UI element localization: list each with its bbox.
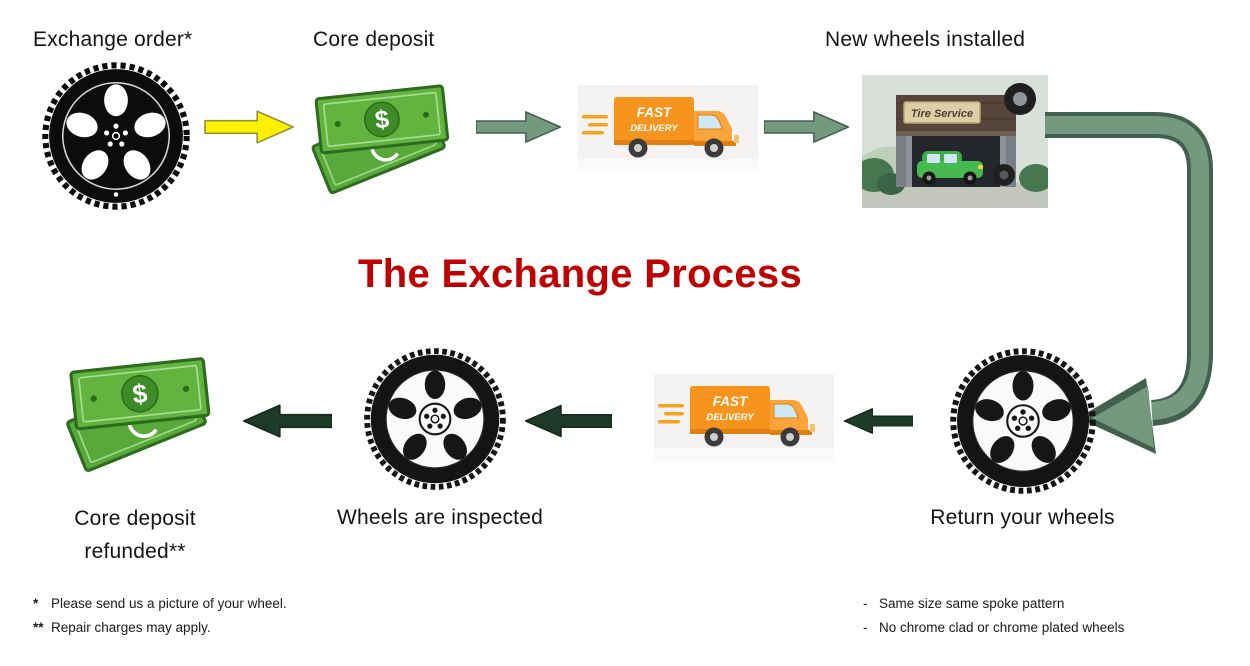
footnote-marker: -	[863, 620, 868, 635]
footnote-text: Please send us a picture of your wheel.	[51, 596, 287, 611]
arrow-right-green-icon	[476, 109, 562, 145]
delivery-truck-image	[578, 85, 758, 173]
core-deposit-refunded-label: Core deposit refunded**	[30, 503, 240, 568]
tire-shop-image	[862, 75, 1048, 208]
new-wheels-installed-label: New wheels installed	[825, 28, 1026, 51]
curved-down-arrow-icon	[1045, 112, 1213, 454]
core-deposit-refunded-line2: refunded**	[84, 539, 186, 563]
inspected-wheel-icon	[362, 346, 508, 492]
return-your-wheels-label: Return your wheels	[930, 506, 1115, 529]
footnote-marker: **	[33, 620, 44, 635]
delivery-truck-image	[654, 374, 834, 462]
footnote-text: Same size same spoke pattern	[879, 596, 1065, 611]
footnote-text: No chrome clad or chrome plated wheels	[879, 620, 1125, 635]
wheels-inspected-label: Wheels are inspected	[337, 506, 543, 529]
footnote-marker: -	[863, 596, 868, 611]
black-wheel-icon	[40, 60, 192, 212]
arrow-left-dark-icon	[242, 403, 332, 439]
page-title: The Exchange Process	[358, 252, 802, 296]
footnote-same-size: -Same size same spoke pattern	[863, 596, 1124, 611]
arrow-right-green-icon	[764, 109, 850, 145]
footnote-repair: ** Repair charges may apply.	[33, 620, 287, 635]
footnotes-left: * Please send us a picture of your wheel.…	[33, 596, 287, 644]
footnote-no-chrome: -No chrome clad or chrome plated wheels	[863, 620, 1124, 635]
exchange-order-label: Exchange order*	[33, 28, 193, 51]
money-refund-icon	[50, 342, 230, 474]
footnote-marker: *	[33, 596, 39, 611]
footnotes-right: -Same size same spoke pattern -No chrome…	[863, 596, 1124, 644]
arrow-right-yellow-icon	[202, 109, 298, 145]
footnote-text: Repair charges may apply.	[51, 620, 211, 635]
return-wheel-icon	[948, 346, 1098, 496]
arrow-left-dark-icon	[524, 403, 612, 439]
core-deposit-label: Core deposit	[313, 28, 435, 51]
arrow-left-dark-icon	[843, 404, 913, 438]
core-deposit-refunded-line1: Core deposit	[74, 507, 196, 530]
footnote-picture: * Please send us a picture of your wheel.	[33, 596, 287, 611]
money-icon	[296, 70, 468, 196]
